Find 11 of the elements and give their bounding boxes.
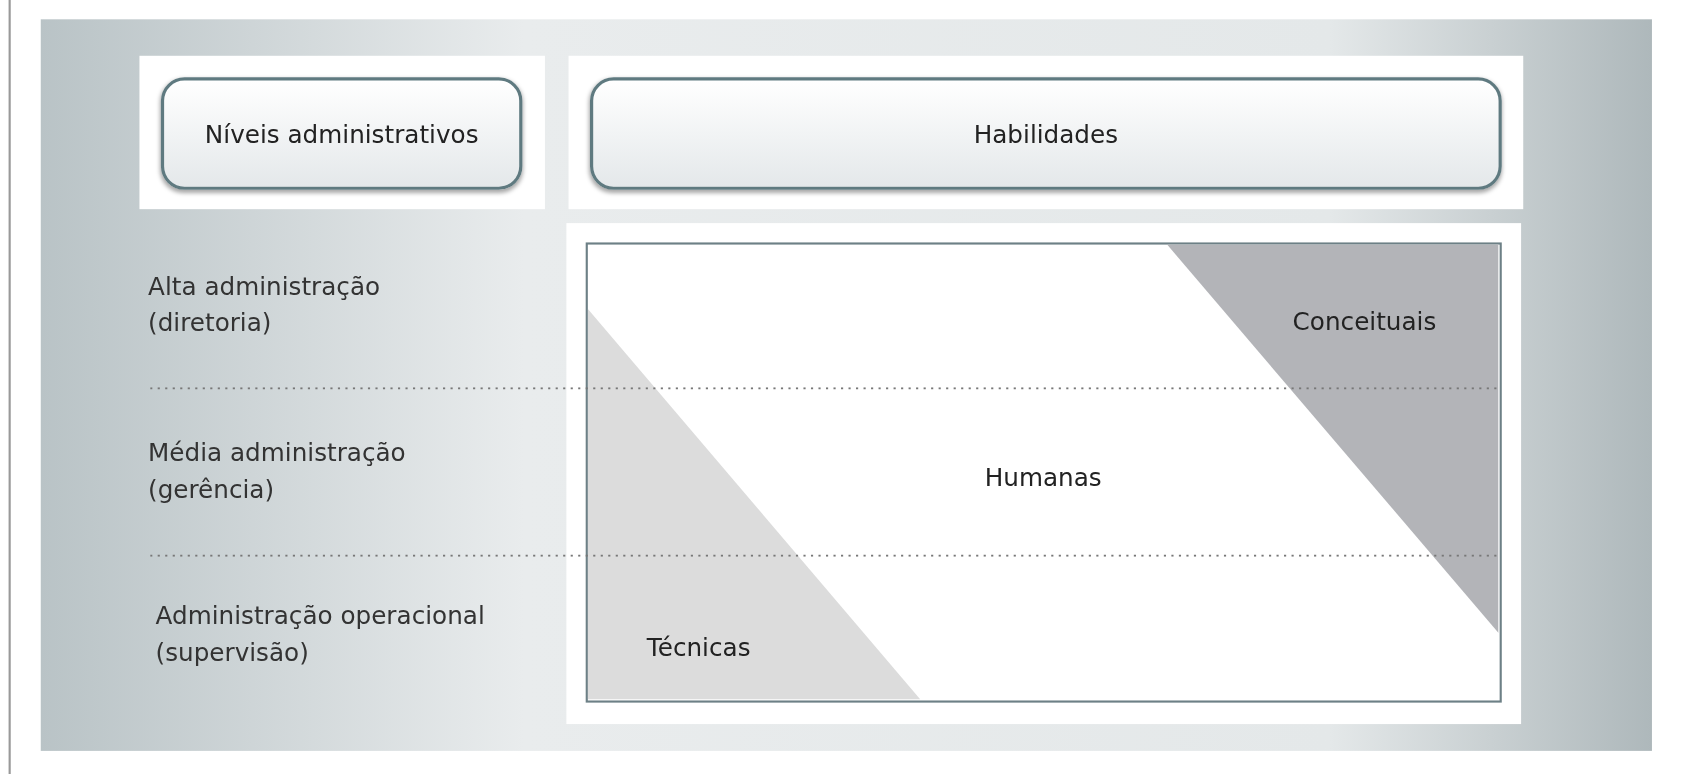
header-box: Níveis administrativos <box>160 77 523 190</box>
region-label: Conceituais <box>1292 307 1437 336</box>
region-label: Técnicas <box>646 633 751 662</box>
header-box: Habilidades <box>590 77 1502 190</box>
region-label: Humanas <box>984 463 1102 492</box>
skill-chart <box>585 242 1502 703</box>
level-label: Média administração (gerência) <box>148 437 407 506</box>
level-label: Alta administração (diretoria) <box>148 271 382 339</box>
skill-region <box>1167 244 1499 633</box>
level-label: Administração operacional (supervisão) <box>155 600 486 669</box>
skill-region <box>587 308 921 700</box>
